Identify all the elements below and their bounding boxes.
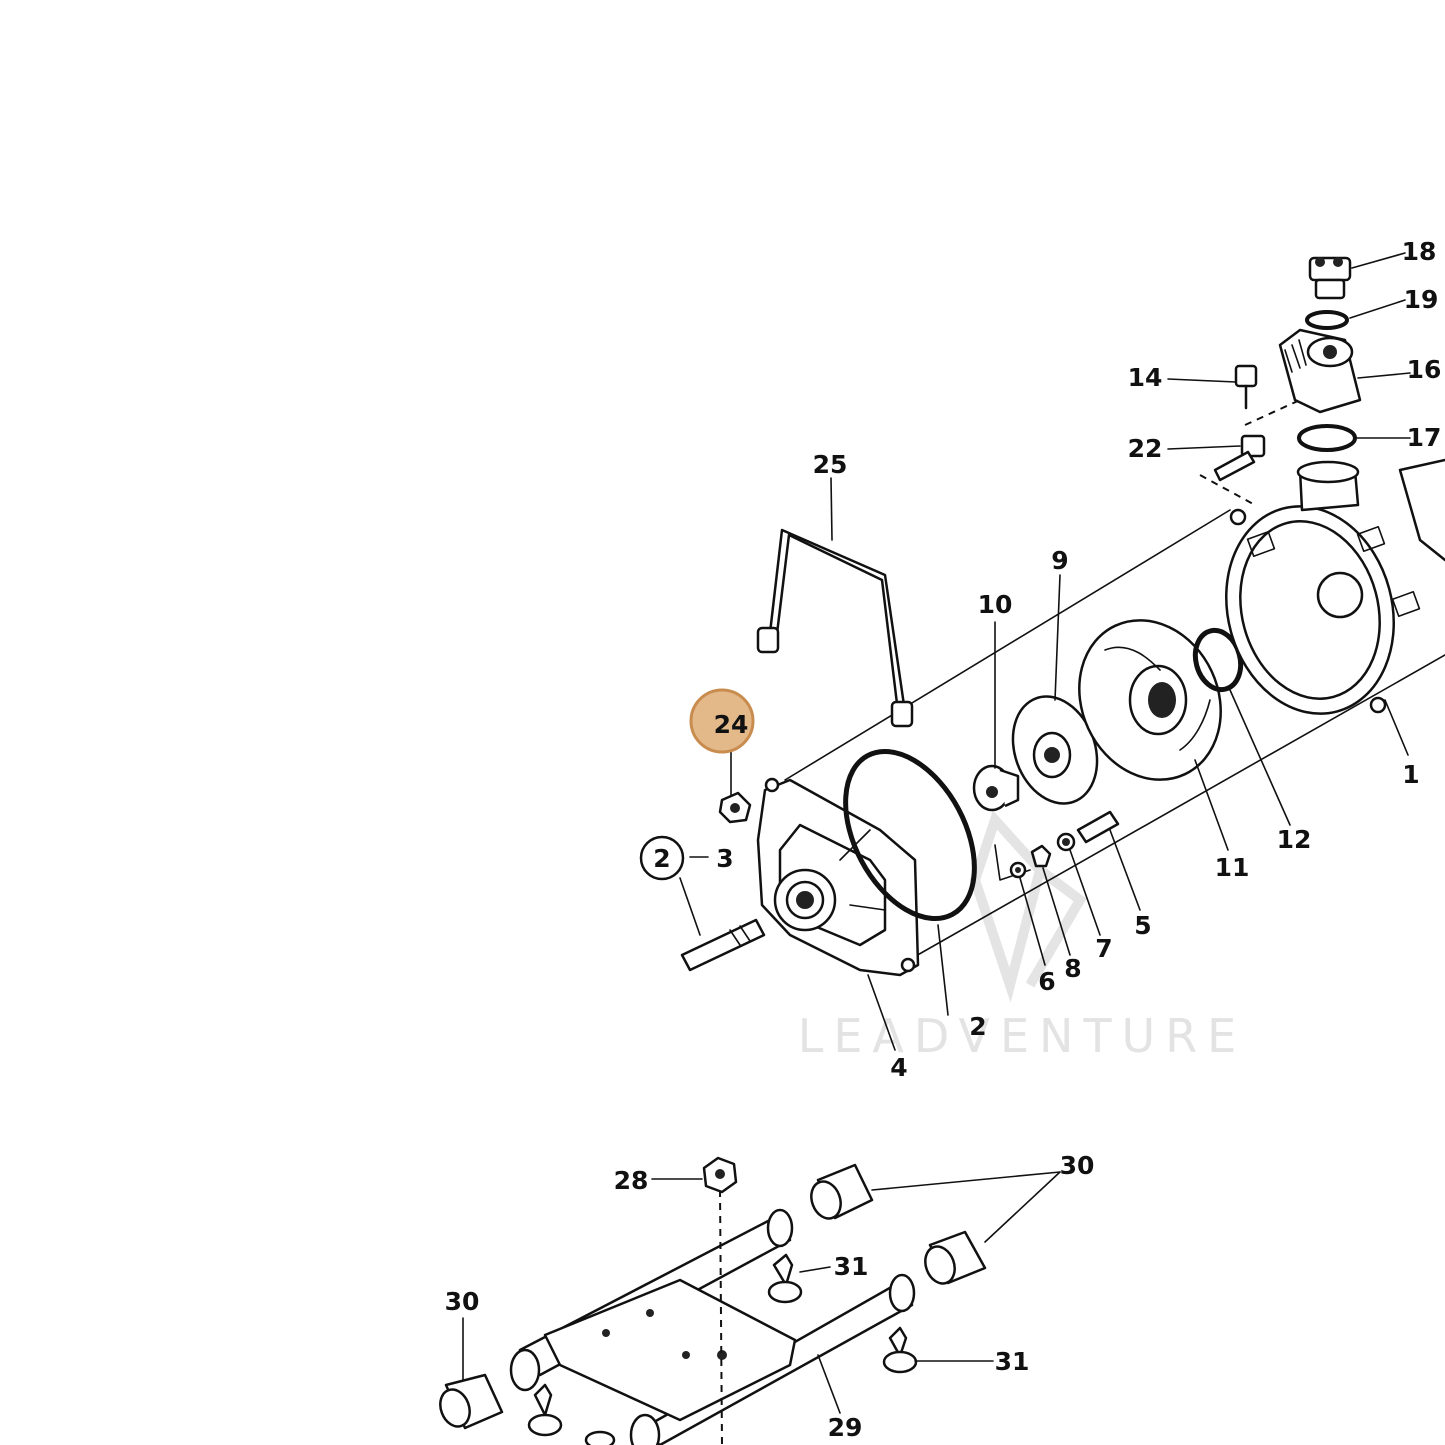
- callout-16[interactable]: 16: [1407, 355, 1442, 384]
- callout-3[interactable]: 3: [716, 844, 733, 873]
- part-31-screw-b[interactable]: [882, 1326, 918, 1374]
- callout-30[interactable]: 30: [1060, 1151, 1095, 1180]
- part-8-nut[interactable]: [1030, 844, 1052, 868]
- callout-2-circled[interactable]: 2: [653, 844, 670, 873]
- part-9-seal-plate[interactable]: [999, 685, 1112, 816]
- part-2-o-ring[interactable]: [819, 730, 1001, 941]
- part-29-frame[interactable]: [509, 1189, 916, 1445]
- part-16-elbow[interactable]: [1278, 328, 1362, 414]
- callout-30-left[interactable]: 30: [445, 1287, 480, 1316]
- part-1-pump-housing[interactable]: [1204, 458, 1445, 733]
- callout-28[interactable]: 28: [614, 1166, 649, 1195]
- part-24-nut[interactable]: [718, 791, 752, 824]
- callout-18[interactable]: 18: [1402, 237, 1437, 266]
- part-31-screw-a[interactable]: [767, 1253, 803, 1304]
- callout-14[interactable]: 14: [1128, 363, 1163, 392]
- callout-6[interactable]: 6: [1038, 967, 1055, 996]
- callout-1[interactable]: 1: [1402, 760, 1419, 789]
- callout-17[interactable]: 17: [1407, 423, 1442, 452]
- part-7-washer[interactable]: [1056, 832, 1076, 852]
- callout-29[interactable]: 29: [828, 1413, 863, 1442]
- leadventure-watermark: LEADVENTURE: [798, 810, 1247, 1063]
- part-10-plug[interactable]: [972, 764, 1020, 812]
- callout-5[interactable]: 5: [1134, 911, 1151, 940]
- callout-labels: 1 2 2 3 4 5 6 7 8 9 10 11 12 14 16 17 18…: [445, 237, 1442, 1442]
- part-14-bolt[interactable]: [1234, 364, 1258, 410]
- callout-11[interactable]: 11: [1215, 853, 1250, 882]
- highlight-marker[interactable]: [689, 688, 755, 754]
- watermark-text: LEADVENTURE: [798, 1009, 1247, 1063]
- part-19-o-ring[interactable]: [1305, 310, 1349, 330]
- callout-31-right[interactable]: 31: [995, 1347, 1030, 1376]
- callout-10[interactable]: 10: [978, 590, 1013, 619]
- callout-9[interactable]: 9: [1051, 546, 1068, 575]
- part-30-bushing-a[interactable]: [806, 1163, 874, 1223]
- part-31-screw-d[interactable]: [584, 1430, 616, 1445]
- part-6-washer[interactable]: [1009, 861, 1027, 879]
- callout-31-upper[interactable]: 31: [834, 1252, 869, 1281]
- part-5-bolt[interactable]: [1076, 810, 1120, 844]
- part-18-cap[interactable]: [1308, 256, 1352, 300]
- callout-8[interactable]: 8: [1064, 954, 1081, 983]
- part-28-nut[interactable]: [702, 1156, 738, 1194]
- callout-19[interactable]: 19: [1404, 285, 1439, 314]
- part-30-bushing-b[interactable]: [920, 1230, 987, 1288]
- part-4-front-cover[interactable]: [756, 777, 920, 977]
- circled-ref-marker: [639, 835, 685, 881]
- part-30-bushing-c[interactable]: [435, 1373, 504, 1431]
- part-31-screw-c[interactable]: [527, 1383, 563, 1437]
- callout-7[interactable]: 7: [1095, 934, 1112, 963]
- callout-22[interactable]: 22: [1128, 434, 1163, 463]
- part-3-stud[interactable]: [680, 918, 766, 972]
- callout-24[interactable]: 24: [714, 710, 749, 739]
- callout-2[interactable]: 2: [969, 1012, 986, 1041]
- part-25-rod[interactable]: [756, 528, 914, 728]
- callout-12[interactable]: 12: [1277, 825, 1312, 854]
- part-11-impeller[interactable]: [1054, 597, 1247, 803]
- callout-4[interactable]: 4: [890, 1053, 907, 1082]
- callout-25[interactable]: 25: [813, 450, 848, 479]
- part-17-o-ring[interactable]: [1297, 424, 1357, 452]
- leader-lines: [462, 252, 1411, 1414]
- part-22-bolt[interactable]: [1213, 434, 1266, 482]
